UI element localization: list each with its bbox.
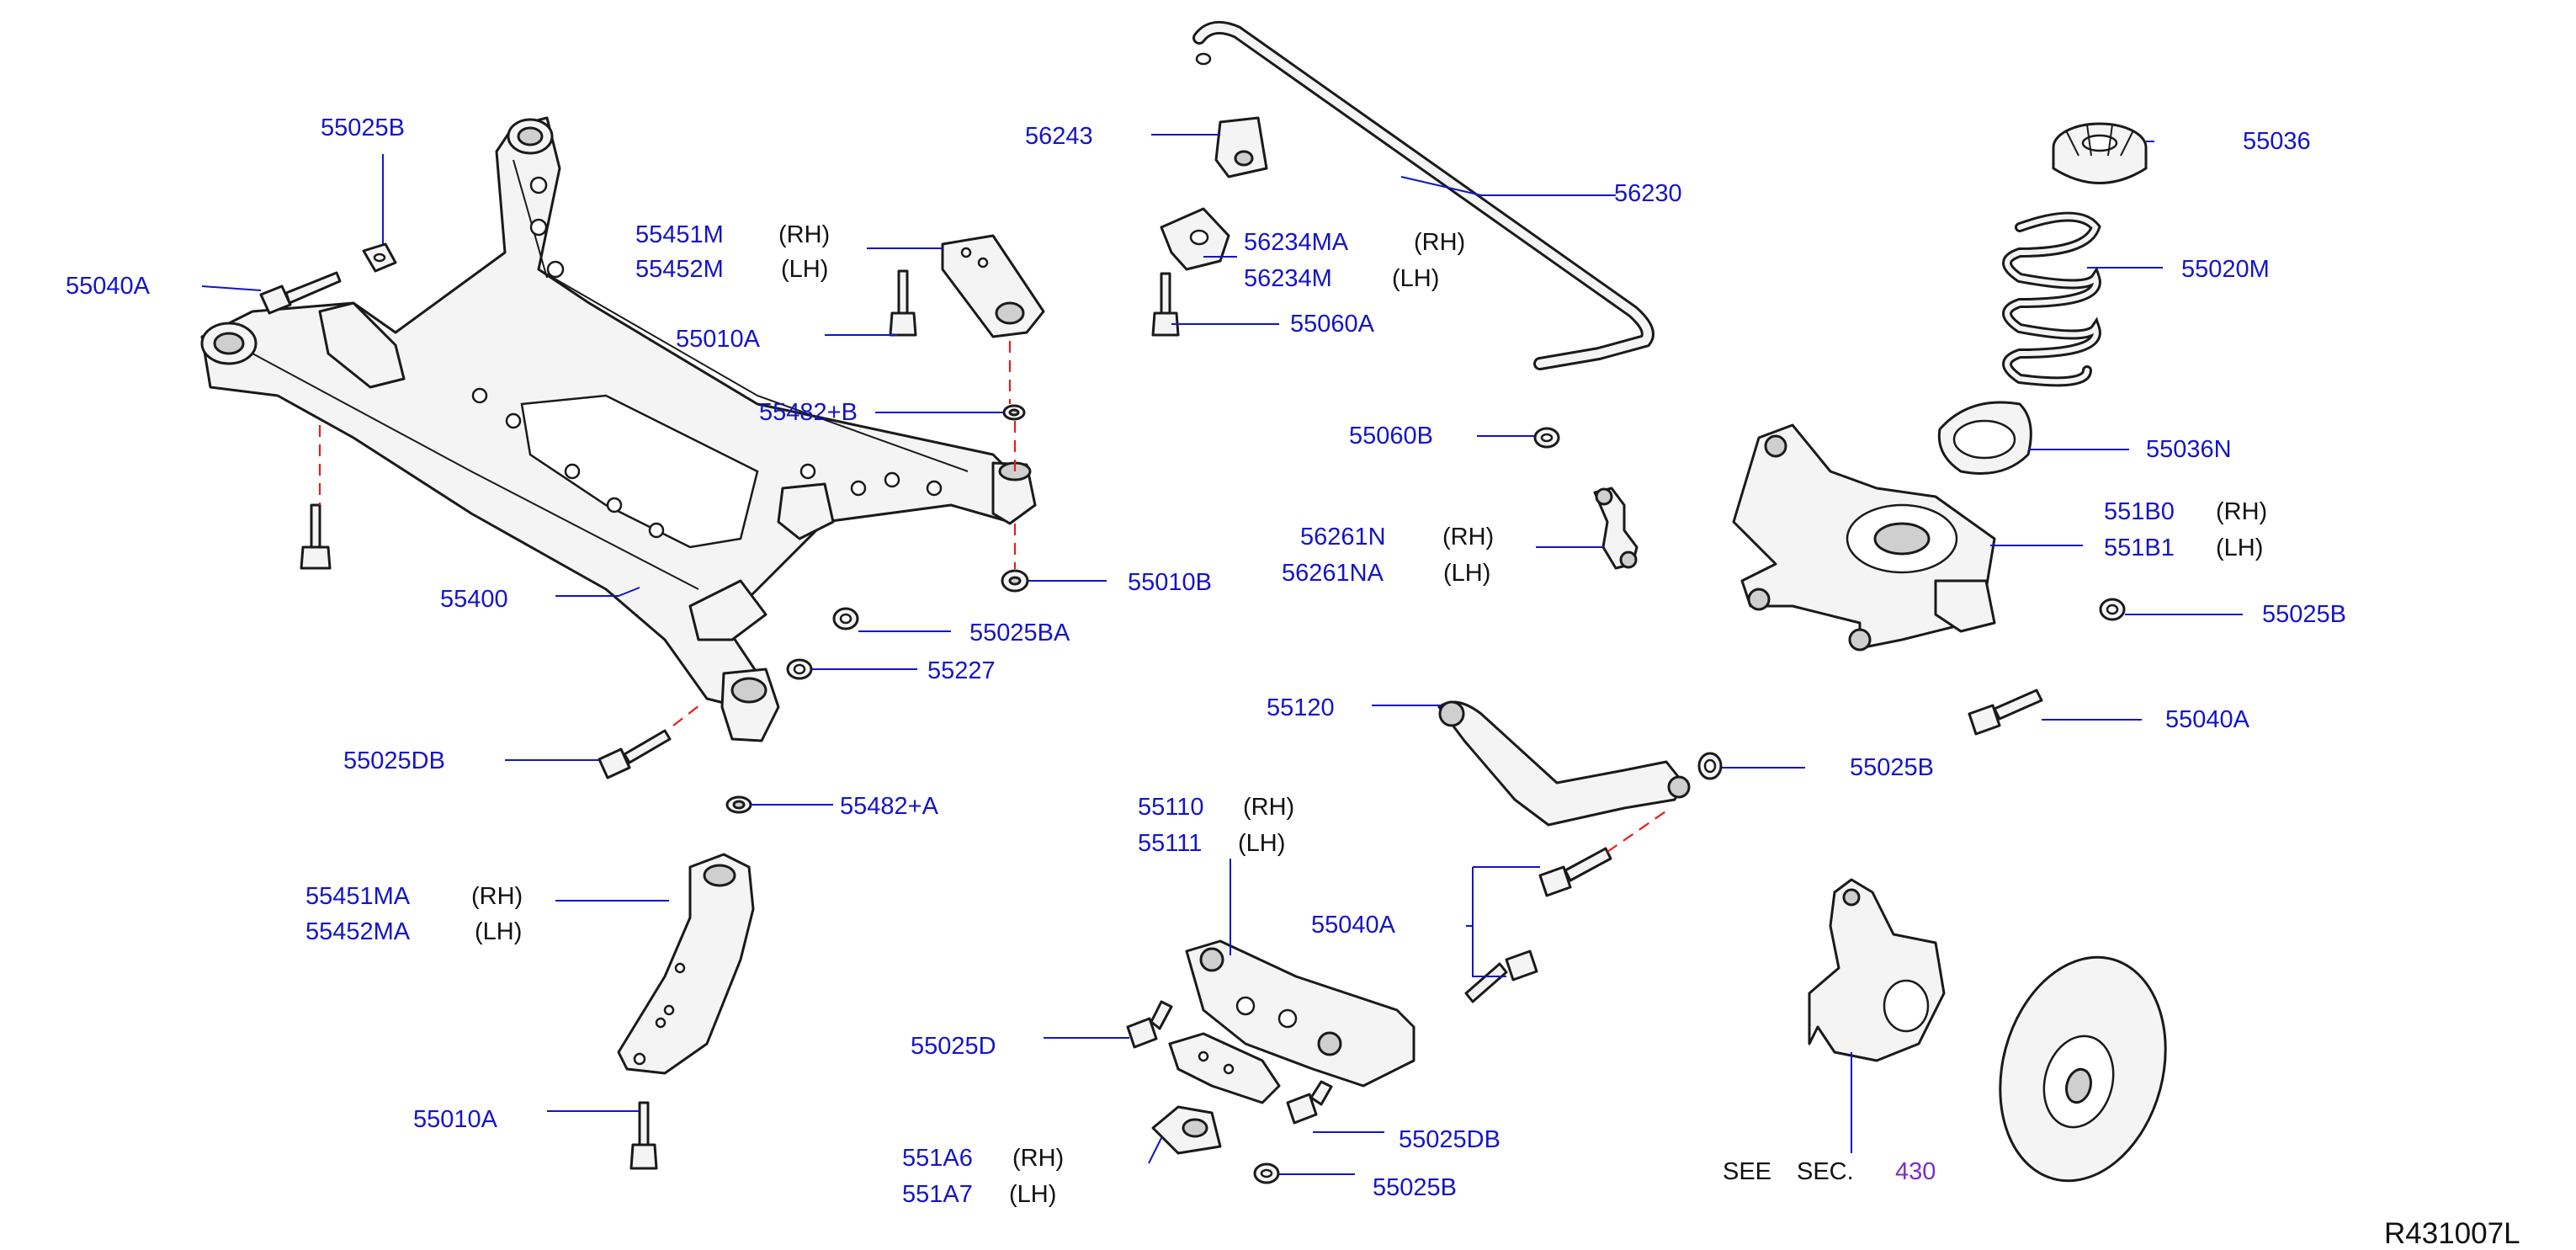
label-55040A-left[interactable]: 55040A: [66, 273, 150, 300]
label-551B0-side: (RH): [2216, 498, 2268, 525]
sec-text: SEC.: [1797, 1158, 1854, 1185]
label-55025DB-left[interactable]: 55025DB: [343, 747, 445, 774]
upper-arm-55120[interactable]: [1437, 700, 1691, 827]
label-551B1[interactable]: 551B1: [2104, 535, 2175, 561]
bolt-55010A-lower[interactable]: [629, 1101, 658, 1170]
label-55482A[interactable]: 55482+A: [840, 793, 938, 820]
label-55451M[interactable]: 55451M: [635, 221, 724, 248]
see-text: SEE: [1723, 1158, 1772, 1185]
nut-55025B-right[interactable]: [2099, 598, 2126, 621]
bracket-551A6-upper[interactable]: [1168, 1032, 1281, 1104]
bolt-55040A-lower[interactable]: [1464, 949, 1538, 1003]
label-55025B-right[interactable]: 55025B: [2262, 601, 2346, 628]
bolt-55040A-right[interactable]: [1968, 689, 2043, 736]
bolt-55040A-left[interactable]: [259, 271, 342, 315]
label-55120[interactable]: 55120: [1267, 694, 1335, 721]
label-56230[interactable]: 56230: [1614, 180, 1682, 207]
label-55400[interactable]: 55400: [440, 586, 508, 613]
nut-55060B[interactable]: [1533, 427, 1560, 449]
bolt-55040A-upper[interactable]: [1538, 847, 1612, 897]
knuckle[interactable]: [1808, 878, 1946, 1062]
label-55040A-right[interactable]: 55040A: [2165, 706, 2249, 733]
label-55010B[interactable]: 55010B: [1128, 569, 1212, 596]
label-55452M-side: (LH): [781, 256, 829, 283]
label-551A6[interactable]: 551A6: [902, 1145, 973, 1172]
label-55010A-lower[interactable]: 55010A: [413, 1106, 497, 1133]
label-55036[interactable]: 55036: [2243, 128, 2311, 155]
mount-bracket-55451M[interactable]: [941, 234, 1045, 338]
label-55060A[interactable]: 55060A: [1290, 311, 1374, 338]
section-link-430[interactable]: 430: [1895, 1158, 1936, 1185]
label-56234MA-side: (RH): [1414, 229, 1466, 256]
label-55020M[interactable]: 55020M: [2181, 256, 2270, 283]
cover-551A6[interactable]: [1151, 1105, 1222, 1155]
label-55111-side: (LH): [1238, 830, 1286, 857]
label-55060B[interactable]: 55060B: [1349, 423, 1433, 449]
label-55025B-bottom[interactable]: 55025B: [1373, 1174, 1457, 1201]
label-55451M-side: (RH): [778, 221, 831, 248]
brake-rotor[interactable]: [1976, 939, 2189, 1199]
nut-55025BA[interactable]: [832, 607, 859, 630]
label-55025DB-right[interactable]: 55025DB: [1399, 1126, 1500, 1153]
label-56234M-side: (LH): [1392, 265, 1440, 292]
label-55111[interactable]: 55111: [1138, 830, 1203, 857]
bushing-56243[interactable]: [1214, 116, 1268, 178]
lower-arm-55110[interactable]: [1185, 939, 1415, 1088]
label-55025BA[interactable]: 55025BA: [969, 620, 1070, 646]
label-55452MA-side: (LH): [475, 918, 523, 945]
label-55025D[interactable]: 55025D: [911, 1033, 996, 1060]
washer-55025B-arm[interactable]: [1697, 752, 1723, 780]
crossmember-55400[interactable]: [200, 116, 1037, 742]
label-55010A-upper[interactable]: 55010A: [676, 326, 760, 353]
clamp-56234MA[interactable]: [1160, 207, 1230, 271]
label-55110-side: (RH): [1243, 794, 1295, 821]
spring-seat-55036N[interactable]: [1937, 401, 2032, 475]
label-56243[interactable]: 56243: [1025, 123, 1093, 150]
label-56261N-side: (RH): [1442, 524, 1495, 551]
coil-spring-55020M[interactable]: [2002, 211, 2101, 387]
label-56261NA-side: (LH): [1443, 560, 1491, 587]
washer-55227[interactable]: [786, 658, 813, 680]
diagram-code: R431007L: [2384, 1217, 2520, 1250]
mount-bracket-55451MA[interactable]: [617, 853, 755, 1075]
spring-seat-55036[interactable]: [2052, 122, 2148, 184]
label-551A6-side: (RH): [1012, 1145, 1065, 1172]
washer-55482B[interactable]: [1002, 404, 1026, 421]
label-56261N[interactable]: 56261N: [1300, 524, 1386, 551]
label-55110[interactable]: 55110: [1138, 794, 1204, 821]
bolt-55060A[interactable]: [1151, 272, 1180, 337]
label-56234M[interactable]: 56234M: [1244, 265, 1332, 292]
label-551A7-side: (LH): [1009, 1181, 1057, 1208]
label-55452MA[interactable]: 55452MA: [305, 918, 411, 945]
bolt-crossmember-bottom[interactable]: [300, 503, 332, 570]
bolt-55025D[interactable]: [1126, 1000, 1173, 1049]
washer-55025B-left[interactable]: [362, 242, 397, 273]
stabilizer-bar-56230[interactable]: [1192, 20, 1654, 370]
bolt-55010A-upper[interactable]: [889, 269, 917, 337]
label-55482B[interactable]: 55482+B: [759, 399, 858, 426]
label-551B0[interactable]: 551B0: [2104, 498, 2175, 525]
leader-lines: [201, 134, 2243, 1175]
label-55451MA[interactable]: 55451MA: [305, 883, 411, 910]
label-551A7[interactable]: 551A7: [902, 1181, 973, 1208]
stabilizer-link-56261N[interactable]: [1593, 487, 1639, 570]
label-55036N[interactable]: 55036N: [2146, 436, 2232, 463]
bolt-55025DB-right[interactable]: [1286, 1080, 1333, 1125]
label-55452M[interactable]: 55452M: [635, 256, 724, 283]
lower-link-551B0[interactable]: [1732, 423, 1996, 652]
washer-55482A[interactable]: [725, 795, 752, 814]
label-55451MA-side: (RH): [471, 883, 523, 910]
bolt-55025DB-left[interactable]: [598, 729, 672, 779]
label-56261NA[interactable]: 56261NA: [1282, 560, 1384, 587]
label-55227[interactable]: 55227: [927, 657, 996, 684]
label-55025B-left[interactable]: 55025B: [321, 114, 405, 141]
label-551B1-side: (LH): [2216, 535, 2264, 561]
nut-55025B-bottom[interactable]: [1253, 1162, 1280, 1184]
label-55025B-arm[interactable]: 55025B: [1850, 754, 1934, 781]
nut-55010B[interactable]: [1001, 569, 1029, 593]
label-56234MA[interactable]: 56234MA: [1244, 229, 1349, 256]
label-55040A-middle[interactable]: 55040A: [1311, 912, 1395, 939]
